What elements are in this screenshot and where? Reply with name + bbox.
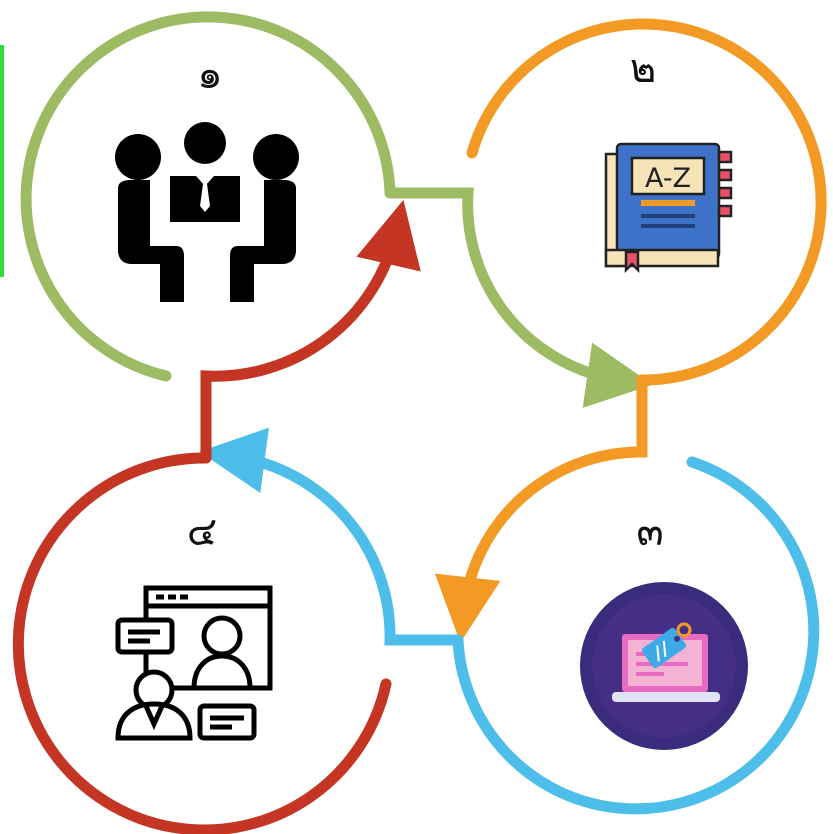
stage-4-number: ๔: [187, 509, 217, 555]
stage-1-number: ๑: [197, 52, 222, 98]
laptop-price-tag-icon: [580, 582, 748, 750]
stage-2-ring: [434, 18, 827, 643]
book-cover-text: A-Z: [645, 163, 691, 194]
stage-1-ring: [20, 11, 653, 408]
stage-3-ring: [199, 427, 820, 815]
stage-3-number: ๓: [636, 509, 663, 555]
left-edge-accent: [0, 45, 4, 277]
video-conference-icon: [115, 585, 273, 741]
meeting-people-icon: [115, 122, 299, 302]
dictionary-book-icon: [604, 142, 733, 274]
stage-4-ring: [12, 199, 421, 834]
stage-2-number: ๒: [630, 46, 656, 92]
